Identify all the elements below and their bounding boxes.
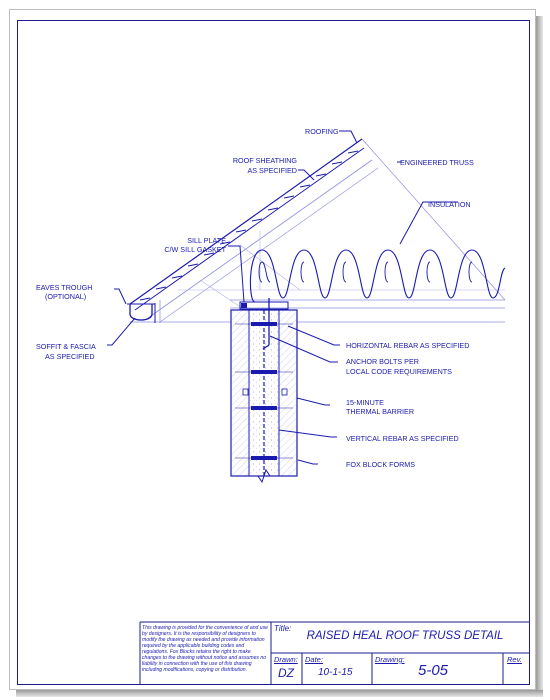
drawn-value: DZ (278, 666, 294, 680)
roof-assembly (129, 138, 506, 323)
label-thermal-1: 15-MINUTE (346, 398, 384, 407)
label-thermal-2: THERMAL BARRIER (346, 407, 414, 416)
rev-label: Rev. (507, 655, 522, 664)
drawn-label: Drawn: (274, 655, 298, 664)
drawing-label: Drawing: (375, 655, 405, 664)
sheet-shadow-right (536, 16, 543, 696)
drawing-title: RAISED HEAL ROOF TRUSS DETAIL (306, 630, 504, 642)
label-roof-sheathing-1: ROOF SHEATHING (233, 156, 298, 165)
leader-lines (107, 130, 458, 465)
label-engineered-truss: ENGINEERED TRUSS (400, 158, 474, 167)
label-eaves-1: EAVES TROUGH (36, 283, 92, 292)
drawing-border (17, 20, 530, 685)
label-eaves-2: (OPTIONAL) (45, 292, 86, 301)
disclaimer-text: This drawing is provided for the conveni… (142, 625, 269, 673)
label-vertical-rebar: VERTICAL REBAR AS SPECIFIED (346, 434, 459, 443)
label-roofing: ROOFING (305, 127, 339, 136)
label-sill-plate-2: C/W SILL GASKET (164, 245, 226, 254)
sill-gasket (241, 303, 247, 308)
label-anchor-bolts-2: LOCAL CODE REQUIREMENTS (346, 367, 452, 376)
label-soffit-2: AS SPECIFIED (45, 352, 95, 361)
label-roof-sheathing-2: AS SPECIFIED (247, 166, 297, 175)
label-soffit-1: SOFFIT & FASCIA (36, 342, 96, 351)
date-value: 10-1-15 (318, 667, 353, 678)
drawing-number: 5-05 (418, 662, 449, 679)
label-fox-block: FOX BLOCK FORMS (346, 460, 415, 469)
eaves-trough (127, 303, 155, 321)
date-label: Date: (305, 655, 323, 664)
label-insulation: INSULATION (428, 200, 471, 209)
label-horizontal-rebar: HORIZONTAL REBAR AS SPECIFIED (346, 341, 469, 350)
sill-plate (239, 301, 289, 310)
label-anchor-bolts-1: ANCHOR BOLTS PER (346, 357, 419, 366)
label-sill-plate-1: SILL PLATE (187, 236, 226, 245)
title-label: Title: (274, 624, 292, 633)
title-block-frame (139, 621, 530, 685)
sheet-shadow-bottom (16, 690, 543, 697)
insulation-inner-folds (258, 261, 473, 283)
insulation-batts (249, 249, 506, 303)
icf-wall (230, 298, 298, 484)
